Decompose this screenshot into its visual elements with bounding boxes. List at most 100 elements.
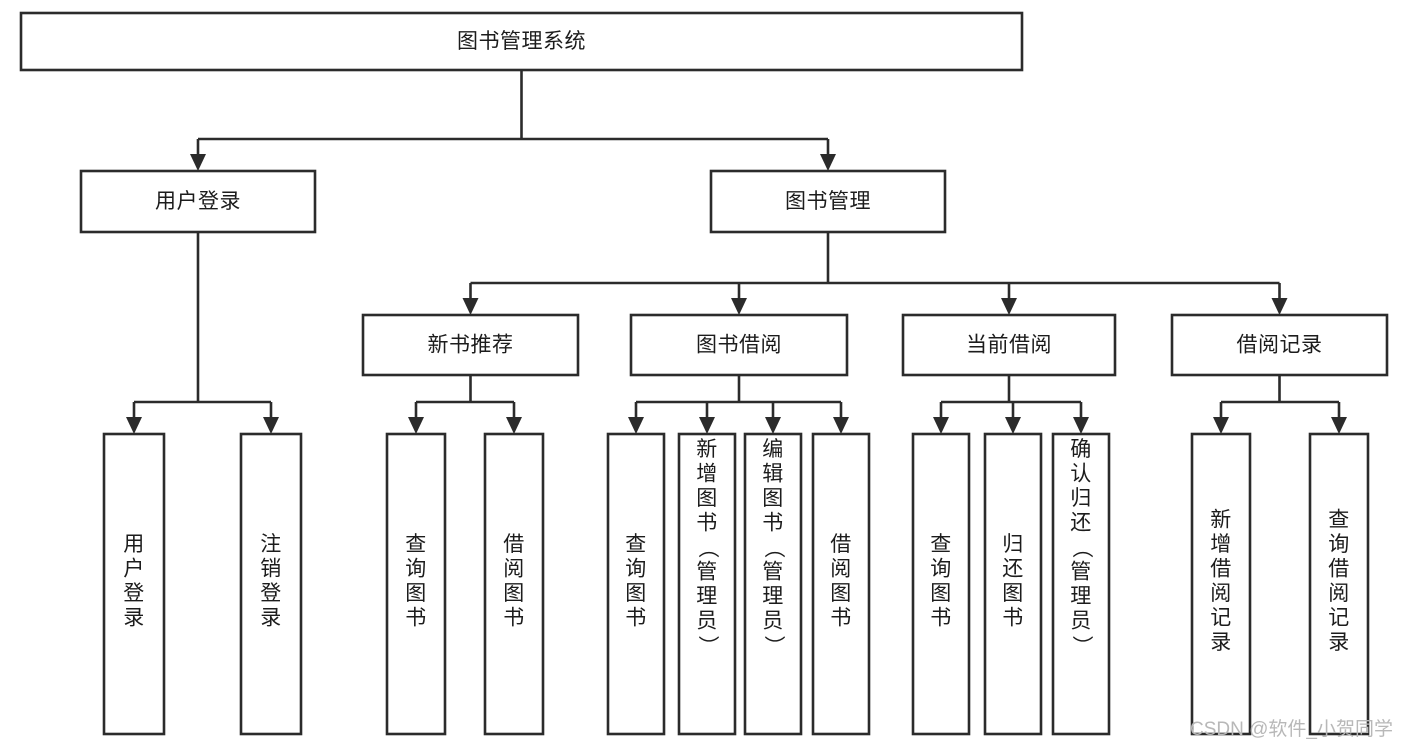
node-label-char: 图 <box>503 582 525 605</box>
node-label-char: 新 <box>696 438 718 461</box>
node-root-0[interactable]: 图书管理系统 <box>19 11 1024 72</box>
arrow-head-icon <box>1271 298 1288 315</box>
node-box[interactable] <box>79 169 317 234</box>
node-box[interactable] <box>901 313 1117 377</box>
node-label-char: 询 <box>930 558 952 581</box>
node-label: 当前借阅 <box>966 334 1052 357</box>
node-box[interactable] <box>811 432 871 736</box>
node-label-char: 管 <box>696 561 718 584</box>
node-box[interactable] <box>606 432 666 736</box>
node-lf-1-7[interactable]: 用户登录 <box>102 432 166 736</box>
node-label-char: 书 <box>625 607 647 630</box>
arrow-head-icon <box>1331 417 1347 434</box>
node-box[interactable] <box>1190 432 1252 736</box>
node-label-char: 员 <box>762 610 784 633</box>
node-label-char: 阅 <box>503 558 525 581</box>
node-box[interactable] <box>709 169 947 234</box>
node-label-char: 借 <box>1210 558 1232 581</box>
node-label-char: 记 <box>1328 607 1350 630</box>
node-label-char: 还 <box>1070 512 1092 535</box>
node-label-char: 查 <box>1328 509 1350 532</box>
node-label-char: ） <box>1070 635 1093 657</box>
node-box[interactable] <box>629 313 849 377</box>
arrow-head-icon <box>1073 417 1089 434</box>
node-box[interactable] <box>983 432 1043 736</box>
node-label-char: 新 <box>1210 509 1232 532</box>
arrow-head-icon <box>506 417 522 434</box>
node-label: 用户登录 <box>155 190 241 213</box>
node-l3-3-5[interactable]: 当前借阅 <box>901 313 1117 377</box>
node-box[interactable] <box>1051 432 1111 736</box>
arrow-head-icon <box>731 298 747 315</box>
node-label-char: 归 <box>1070 487 1092 510</box>
node-box[interactable] <box>385 432 447 736</box>
arrow-head-icon <box>1213 417 1229 434</box>
node-label-char: 录 <box>1328 631 1350 654</box>
node-label-char: 记 <box>1210 607 1232 630</box>
node-l2-2-2[interactable]: 图书管理 <box>709 169 947 234</box>
node-label-char: 查 <box>405 533 427 556</box>
node-label-char: 员 <box>696 610 718 633</box>
node-label-char: 图 <box>405 582 427 605</box>
node-l3-2-4[interactable]: 图书借阅 <box>629 313 849 377</box>
node-label-char: 书 <box>696 512 718 535</box>
node-label-char: 查 <box>625 533 647 556</box>
node-label-char: 借 <box>830 533 852 556</box>
node-label-char: 书 <box>1002 607 1024 630</box>
node-label-char: 辑 <box>762 463 784 486</box>
node-label-char: 书 <box>930 607 952 630</box>
node-label-char: 增 <box>696 463 718 486</box>
node-label-char: （ <box>1070 537 1093 559</box>
node-label-char: 录 <box>123 607 145 630</box>
node-label-char: 录 <box>1210 631 1232 654</box>
node-box[interactable] <box>239 432 303 736</box>
node-label-char: 确 <box>1070 438 1092 461</box>
node-label-char: ） <box>762 635 785 657</box>
node-label-char: 员 <box>1070 610 1092 633</box>
arrow-head-icon <box>408 417 424 434</box>
node-label-char: 图 <box>625 582 647 605</box>
arrow-head-icon <box>462 298 479 315</box>
node-l3-4-6[interactable]: 借阅记录 <box>1170 313 1389 377</box>
arrow-head-icon <box>190 154 206 171</box>
arrow-head-icon <box>833 417 849 434</box>
node-label-char: 注 <box>260 533 282 556</box>
node-label-char: 图 <box>830 582 852 605</box>
node-box[interactable] <box>19 11 1024 72</box>
node-label-char: 户 <box>123 558 145 581</box>
node-box[interactable] <box>1170 313 1389 377</box>
node-label-char: 认 <box>1070 463 1092 486</box>
node-box[interactable] <box>1308 432 1370 736</box>
node-box[interactable] <box>911 432 971 736</box>
node-label-char: 理 <box>696 585 718 608</box>
node-l3-1-3[interactable]: 新书推荐 <box>361 313 580 377</box>
node-l2-1-1[interactable]: 用户登录 <box>79 169 317 234</box>
arrow-head-icon <box>765 417 781 434</box>
arrow-head-icon <box>1005 417 1021 434</box>
node-label-char: 用 <box>123 533 145 556</box>
node-box[interactable] <box>361 313 580 377</box>
node-box[interactable] <box>102 432 166 736</box>
node-label-char: 阅 <box>1328 582 1350 605</box>
arrow-head-icon <box>263 417 279 434</box>
node-label-char: ） <box>696 635 719 657</box>
node-label: 图书借阅 <box>696 334 782 357</box>
node-box[interactable] <box>677 432 737 736</box>
node-box[interactable] <box>743 432 803 736</box>
node-label-char: （ <box>696 537 719 559</box>
node-box[interactable] <box>483 432 545 736</box>
